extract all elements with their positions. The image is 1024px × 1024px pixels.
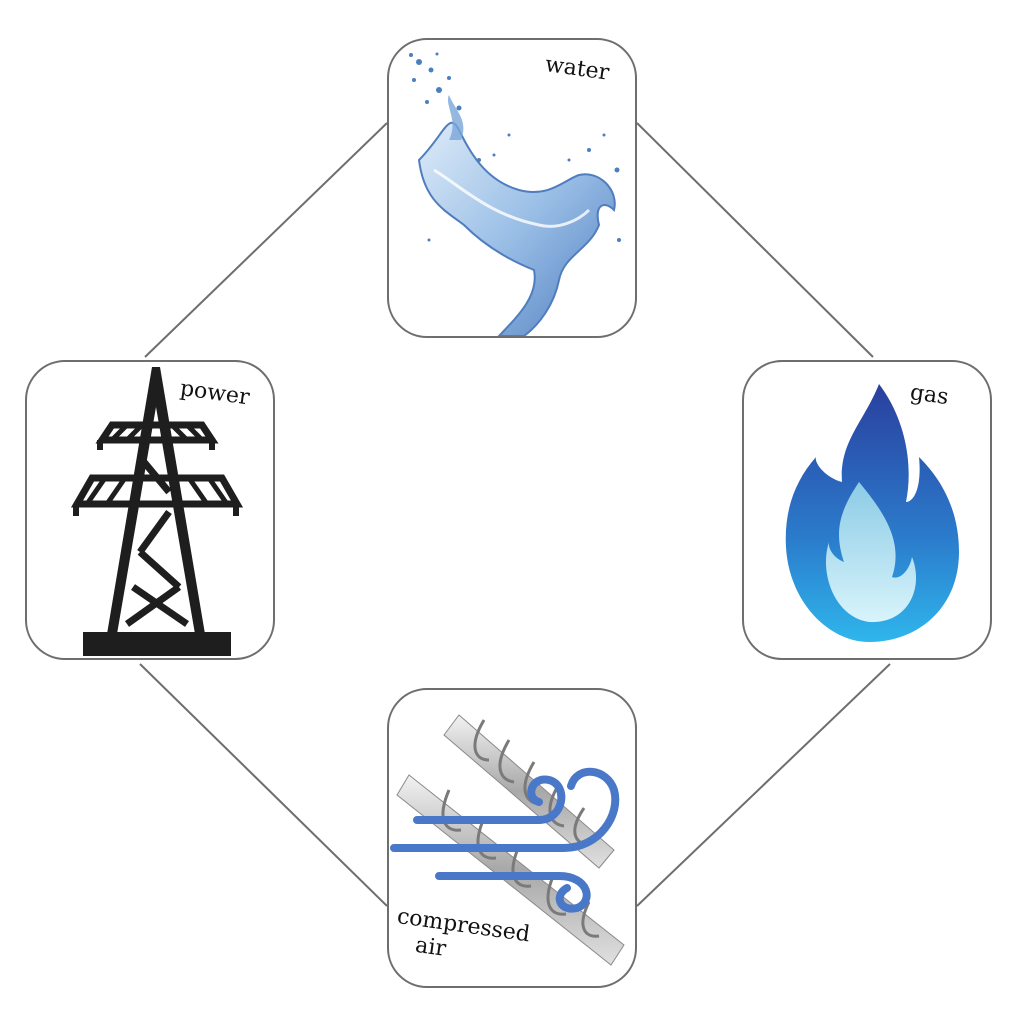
node-compressed-air: compressed air xyxy=(387,688,637,988)
node-power: power xyxy=(25,360,275,660)
connector-gas-air xyxy=(636,663,891,907)
connector-power-water xyxy=(144,122,388,358)
connector-power-air xyxy=(139,663,388,907)
node-gas: gas xyxy=(742,360,992,660)
gas-flame-icon xyxy=(785,384,959,642)
connector-water-gas xyxy=(636,122,874,358)
node-water: water xyxy=(387,38,637,338)
power-pylon-icon xyxy=(70,367,244,656)
node-gas-label: gas xyxy=(908,380,951,411)
compressor-wind-icon xyxy=(390,714,625,966)
wind-lines xyxy=(390,767,620,913)
water-splash-icon xyxy=(409,52,621,336)
